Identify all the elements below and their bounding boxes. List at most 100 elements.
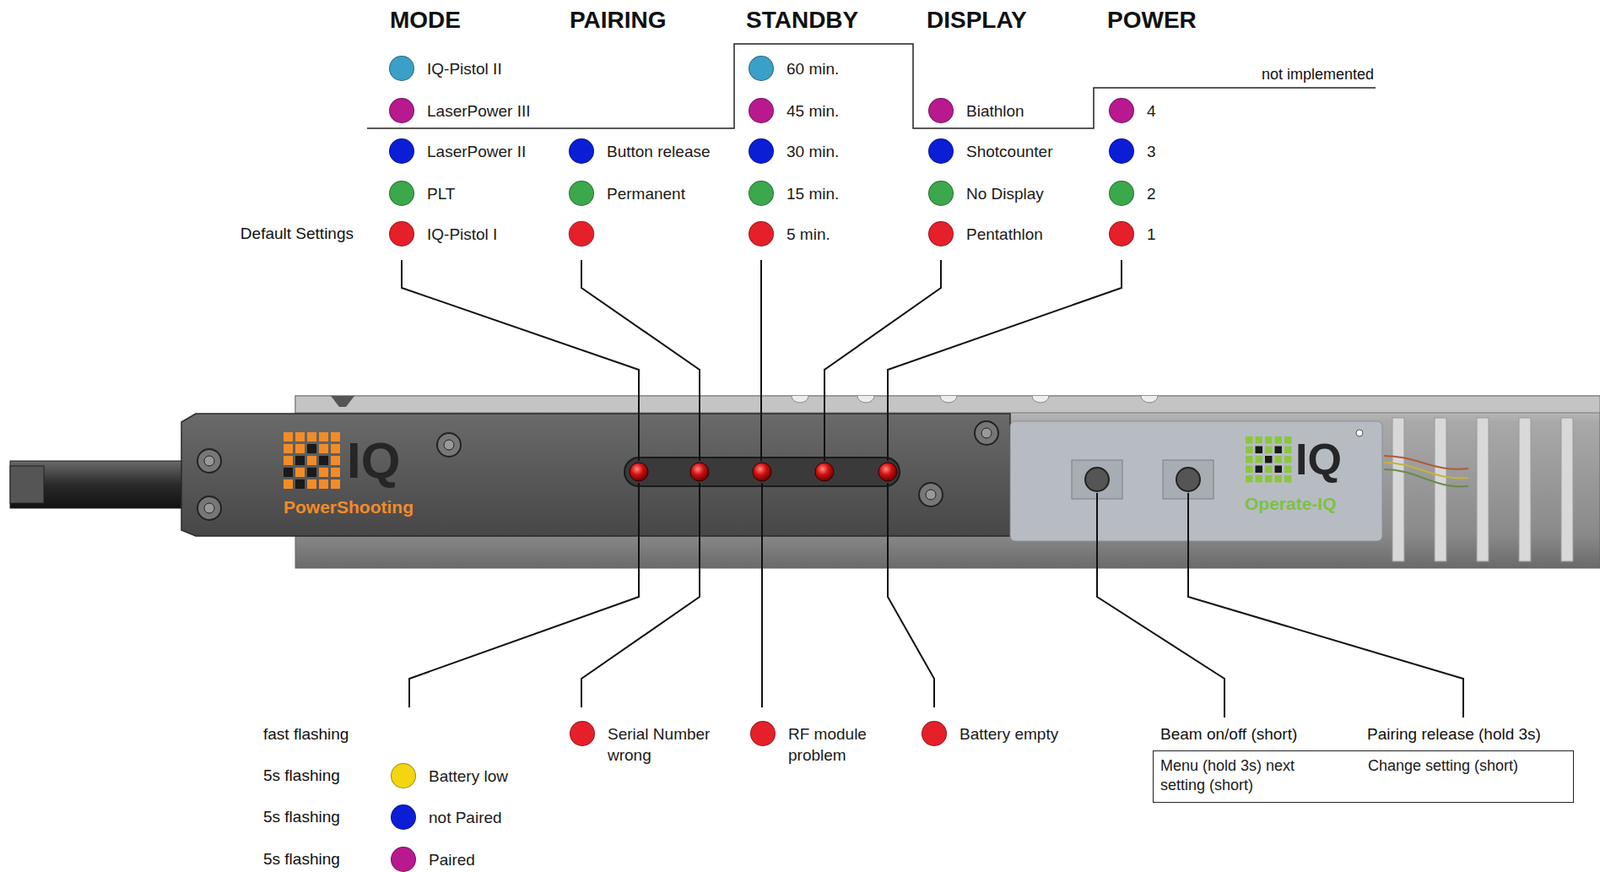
legend-item: 45 min. [748, 97, 839, 124]
logo-cell [1275, 436, 1283, 444]
logo-cell [1245, 446, 1254, 455]
logo-cell [1245, 455, 1254, 464]
screws [197, 421, 999, 520]
column-heading: POWER [1107, 6, 1197, 33]
color-dot [928, 221, 954, 247]
legend-text: No Display [966, 180, 1044, 205]
color-dot [389, 55, 415, 82]
barrel [10, 460, 192, 509]
color-dot [1108, 180, 1135, 206]
rail [295, 395, 1600, 413]
default-dot [568, 221, 595, 247]
legend-text: Battery empty [959, 720, 1059, 745]
color-dot [748, 55, 774, 82]
legend-text: LaserPower III [427, 97, 531, 122]
logo-cell [307, 455, 317, 465]
color-dot [390, 804, 417, 830]
logo-cell [330, 467, 341, 477]
logo-cell [318, 432, 329, 442]
legend-item: Shotcounter [928, 138, 1053, 164]
leds [629, 462, 898, 482]
logo-cell [295, 443, 305, 454]
color-dot [748, 221, 774, 247]
row-label: fast flashing [263, 724, 349, 744]
button-function: Menu (hold 3s) next setting (short) [1160, 756, 1338, 795]
color-dot [921, 720, 947, 746]
barrel-tip [10, 465, 44, 503]
logo-cell [318, 443, 329, 454]
row-label: Default Settings [240, 224, 354, 243]
legend-text: not Paired [428, 804, 503, 828]
legend-item: No Display [928, 180, 1044, 206]
logo-cell [1284, 446, 1292, 455]
logo-text: PowerShooting [283, 497, 414, 517]
legend-text: Shotcounter [966, 138, 1053, 163]
front-plate [181, 413, 1011, 536]
logo-cell [283, 479, 293, 489]
column-heading: MODE [389, 6, 461, 34]
logo-text: IQ [346, 431, 400, 490]
color-dot [390, 762, 417, 789]
row-label: 5s flashing [263, 849, 341, 868]
color-dot [750, 720, 776, 746]
legend-item: PLT [389, 180, 455, 206]
logo-cell [330, 432, 341, 442]
legend-item: 2 [1108, 180, 1157, 206]
color-dot [389, 180, 415, 206]
legend-item: LaserPower III [389, 97, 531, 124]
row-label: Default Settings [240, 224, 354, 244]
legend-item: RF module problem [750, 720, 890, 766]
color-dot [1108, 97, 1135, 124]
rail-cut [330, 395, 355, 407]
legend-item: 3 [1108, 138, 1157, 164]
legend-item: Battery low [390, 762, 509, 789]
logo-cell [1284, 455, 1292, 464]
group-bracket [367, 43, 1376, 129]
color-dot [748, 97, 774, 124]
legend-item: 15 min. [748, 180, 839, 206]
legend-item: 1 [1108, 221, 1157, 247]
note: not implemented [1261, 65, 1374, 84]
led-bar [624, 457, 900, 487]
logo-cell [1264, 465, 1273, 474]
column-heading: PAIRING [569, 6, 667, 34]
panel-hole [1356, 429, 1363, 437]
logo-cell [1284, 465, 1292, 474]
color-dot [569, 720, 595, 746]
logo-cell [295, 432, 305, 442]
button-label: Pairing release (hold 3s) [1367, 724, 1541, 744]
column-heading: STANDBY [745, 6, 859, 33]
legend-text: 1 [1146, 221, 1157, 245]
logo-text: IQ [1295, 434, 1342, 484]
legend-text: 5 min. [786, 221, 831, 245]
legend-item: Permanent [568, 180, 686, 206]
logo-cell [1245, 465, 1254, 474]
logo-text: IQ [1295, 434, 1342, 486]
logo-cell [307, 479, 317, 489]
legend-item: 5 min. [748, 221, 831, 247]
legend-item: Button release [568, 138, 711, 164]
logo-cell [1245, 436, 1254, 444]
logo-cell [1275, 455, 1283, 464]
logo-cell [283, 432, 293, 442]
legend-item: IQ-Pistol I [389, 221, 498, 247]
rail-notches [791, 395, 1158, 403]
logo-cell [283, 443, 293, 454]
buttons [1071, 459, 1214, 499]
logo-cell [318, 467, 329, 477]
column-heading: MODE [389, 6, 461, 33]
row-label: 5s flashing [263, 766, 341, 785]
legend-item: 60 min. [748, 55, 839, 82]
logo-cell [1255, 455, 1264, 464]
color-dot [1108, 138, 1135, 164]
column-heading: DISPLAY [926, 6, 1028, 33]
logo-cell [1264, 446, 1273, 455]
logo-cell [330, 443, 341, 454]
logo-cell [295, 455, 305, 465]
logo-cell [1275, 465, 1283, 474]
logo-cell [295, 479, 305, 489]
legend-item: Serial Number wrong [569, 720, 722, 766]
logo-cell [1284, 436, 1292, 444]
color-dot [928, 138, 954, 164]
color-dot [748, 180, 774, 206]
